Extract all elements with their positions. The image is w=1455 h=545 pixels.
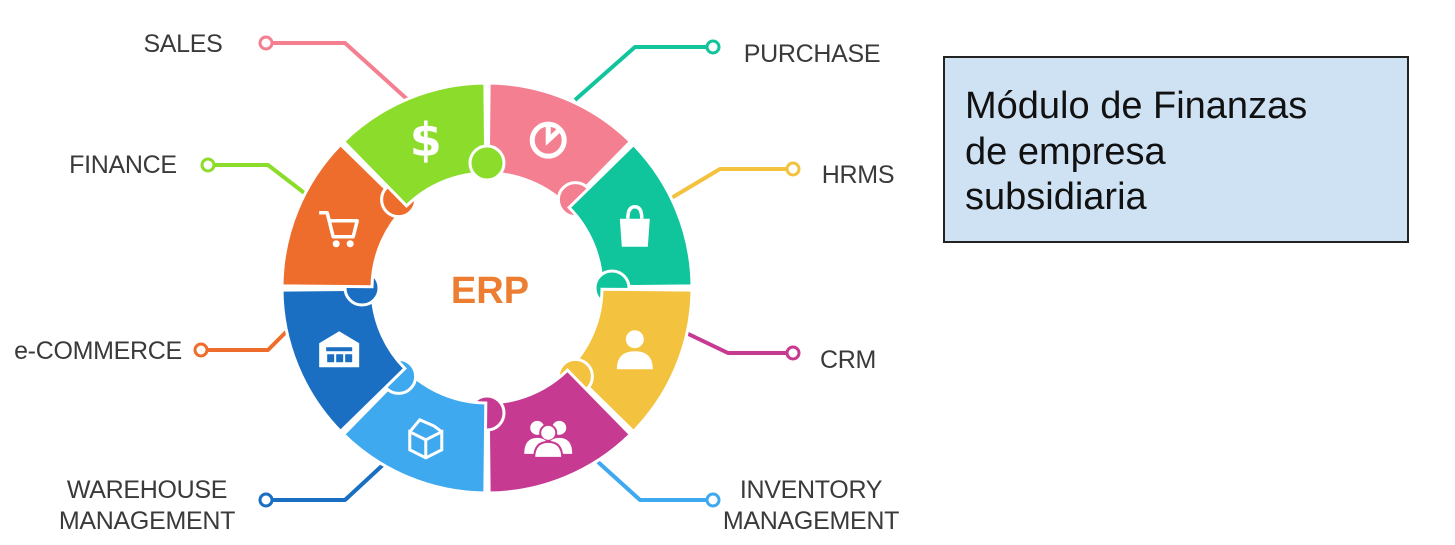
warehouse-connector — [266, 461, 387, 502]
module-icons: $ — [319, 113, 653, 460]
ecommerce-label: e-COMMERCE — [14, 337, 182, 365]
sales-label: SALES — [143, 30, 222, 58]
people-icon — [524, 420, 573, 459]
hrms-connector-dot — [785, 161, 801, 177]
finance-segment — [341, 81, 488, 208]
cart-icon — [319, 211, 359, 248]
inventory-connector — [596, 460, 713, 502]
svg-text:$: $ — [410, 113, 442, 167]
purchase-label: PURCHASE — [744, 40, 881, 68]
purchase-connector-dot — [705, 39, 721, 55]
sales-segment — [486, 81, 633, 208]
finance-puzzle-knob — [468, 144, 506, 182]
finance-connector-dot — [200, 157, 216, 173]
callout-text: Módulo de Finanzas de empresa subsidiari… — [965, 85, 1308, 219]
crm-label-line: CRM — [820, 346, 876, 374]
sales-connector — [266, 41, 410, 102]
inventory-label-line: MANAGEMENT — [723, 507, 899, 535]
purchase-label-line: PURCHASE — [744, 40, 881, 68]
crm-connector — [679, 328, 793, 355]
ecommerce-connector — [201, 328, 290, 352]
ecommerce-label-line: e-COMMERCE — [14, 337, 182, 365]
warehouse-label-line: MANAGEMENT — [59, 507, 235, 535]
box-icon — [408, 418, 444, 460]
shopping-bag-icon — [619, 205, 650, 247]
chart-icon — [529, 121, 567, 159]
inventory-label: INVENTORY MANAGEMENT — [723, 476, 899, 535]
warehouse-label-line: WAREHOUSE — [67, 476, 227, 504]
crm-connector-dot — [785, 345, 801, 361]
warehouse-label: WAREHOUSE MANAGEMENT — [59, 476, 235, 535]
inventory-label-line: INVENTORY — [740, 476, 883, 504]
erp-center-label: ERP — [451, 270, 529, 312]
sales-label-line: SALES — [143, 30, 222, 58]
warehouse-icon — [319, 331, 360, 368]
hrms-connector — [666, 167, 793, 202]
person-icon — [616, 330, 653, 370]
connector-lines — [193, 35, 801, 508]
erp-modules-diagram: $ SALES PURCHASE HRMS CRM INVENTORY MANAGEMEN… — [14, 30, 899, 535]
warehouse-connector-dot — [258, 492, 274, 508]
inventory-connector-dot — [705, 492, 721, 508]
finance-connector — [208, 163, 309, 197]
purchase-connector — [573, 45, 713, 102]
dollar-icon: $ — [410, 113, 442, 167]
purchase-segment — [567, 142, 694, 289]
finance-label-line: FINANCE — [69, 151, 177, 179]
ecommerce-connector-dot — [193, 342, 209, 358]
sales-connector-dot — [258, 35, 274, 51]
hrms-label-line: HRMS — [822, 161, 894, 189]
ecommerce-segment — [280, 142, 407, 289]
erp-ring — [280, 81, 694, 495]
finance-label: FINANCE — [69, 151, 177, 179]
hrms-label: HRMS — [822, 161, 894, 189]
crm-label: CRM — [820, 346, 876, 374]
inventory-segment — [341, 368, 488, 495]
subsidiary-finance-callout: Módulo de Finanzas de empresa subsidiari… — [943, 56, 1409, 243]
